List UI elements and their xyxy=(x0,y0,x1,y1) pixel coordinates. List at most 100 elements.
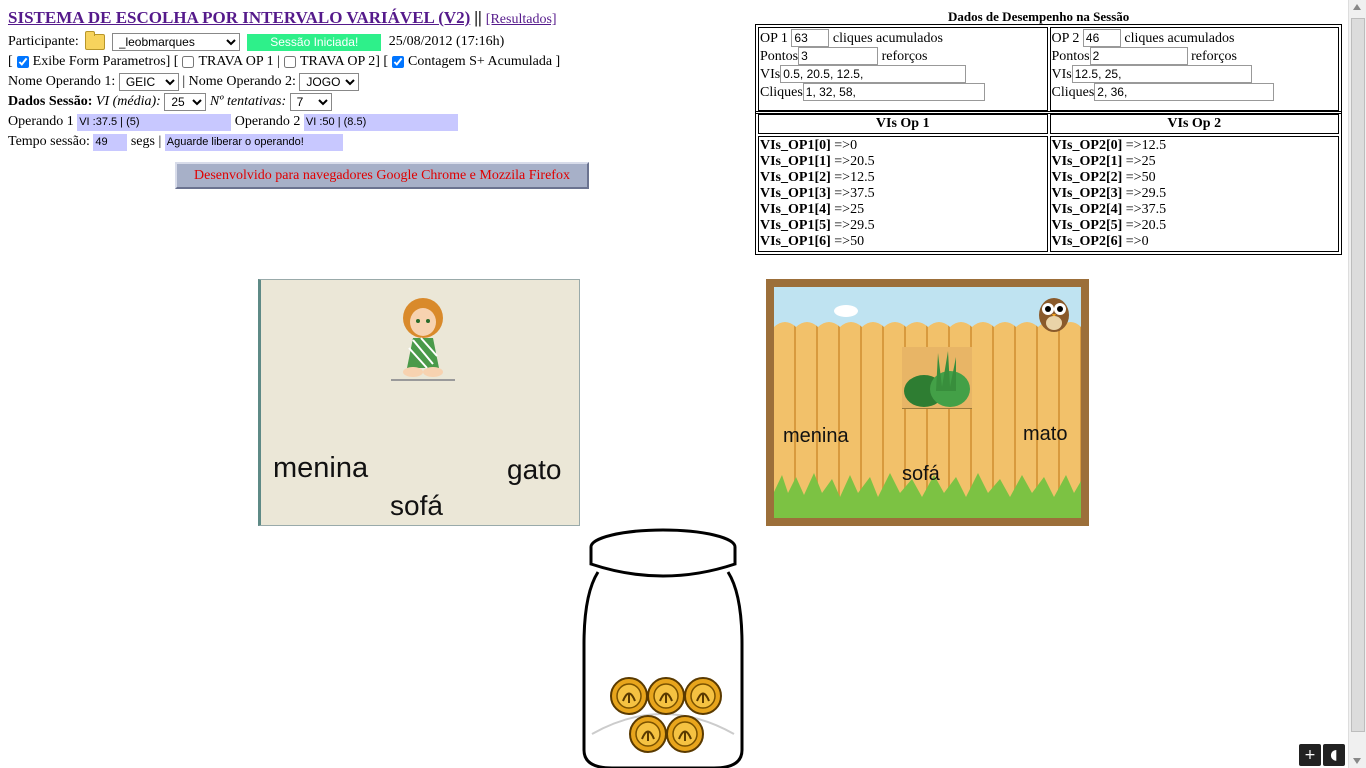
folder-icon[interactable] xyxy=(85,31,106,50)
participant-select[interactable]: _leobmarques xyxy=(111,33,240,51)
vi-key: VIs_OP1[4] xyxy=(760,202,831,217)
operand-names-row: Nome Operando 1: GEIC | Nome Operando 2:… xyxy=(8,72,360,92)
op1-points-label: Pontos xyxy=(760,49,799,64)
jar-body xyxy=(582,571,744,768)
lock-op1-checkbox[interactable] xyxy=(182,56,195,68)
vi-op2-line: VIs_OP2[6] =>0 xyxy=(1052,234,1338,250)
lock-op2-checkbox[interactable] xyxy=(284,56,296,68)
coin-icon xyxy=(647,677,685,715)
options-row: [Exibe Form Parametros] [TRAVA OP 1 |TRA… xyxy=(8,52,560,72)
zoom-plus-icon[interactable]: + xyxy=(1299,744,1321,766)
vi-schedule-table: VIs Op 1 VIs Op 2 VIs_OP1[0] =>0 VIs_OP1… xyxy=(755,111,1342,255)
vi-key: VIs_OP2[5] xyxy=(1051,218,1123,233)
vi-op1-line: VIs_OP1[3] =>37.5 xyxy=(760,186,1046,202)
vi-val: =>29.5 xyxy=(1122,186,1167,201)
scroll-down-arrow-icon[interactable] xyxy=(1353,758,1361,764)
word-gato: gato xyxy=(507,454,562,485)
show-params-label: Exibe Form Parametros] [ xyxy=(32,54,179,69)
word-sofa: sofá xyxy=(390,490,443,521)
op2-clicks-acc-field[interactable] xyxy=(1082,29,1121,47)
operand1-field: VI :37.5 | (5) xyxy=(77,113,232,131)
splus-checkbox[interactable] xyxy=(392,56,405,68)
vi-val: =>25 xyxy=(830,202,865,217)
reinforcer-jar xyxy=(582,528,744,768)
bracket-text: [ xyxy=(8,54,13,69)
vi-select[interactable]: 25 xyxy=(164,93,207,111)
time-unit: segs | xyxy=(130,134,162,149)
op2-vis-label: VIs xyxy=(1051,67,1072,82)
page-title-row: SISTEMA DE ESCOLHA POR INTERVALO VARIÁVE… xyxy=(8,8,557,28)
vi-val: =>0 xyxy=(830,138,858,153)
op2-vis-field[interactable] xyxy=(1071,65,1252,83)
vi-val: =>37.5 xyxy=(830,186,875,201)
word-menina: menina xyxy=(273,452,369,484)
time-row: Tempo sessão: 49 segs | Aguarde liberar … xyxy=(8,132,343,152)
scroll-up-arrow-icon[interactable] xyxy=(1353,4,1361,10)
vi-key: VIs_OP2[6] xyxy=(1051,234,1123,249)
girl-icon xyxy=(391,298,455,381)
results-link[interactable]: [Resultados] xyxy=(485,12,557,27)
vi-val: =>12.5 xyxy=(1122,138,1167,153)
word-mato: mato xyxy=(1023,423,1068,445)
vi-op2-list: VIs_OP2[0] =>12.5 VIs_OP2[1] =>25 VIs_OP… xyxy=(1049,136,1339,252)
vi-op1-line: VIs_OP1[6] =>50 xyxy=(760,234,1046,250)
wait-message-field: Aguarde liberar o operando! xyxy=(164,133,343,151)
vertical-scrollbar[interactable] xyxy=(1348,0,1366,768)
splus-label: Contagem S+ Acumulada ] xyxy=(408,54,561,69)
attempts-select[interactable]: 7 xyxy=(289,93,332,111)
vi-key: VIs_OP1[2] xyxy=(760,170,831,185)
op1-clicks-acc-label: cliques acumulados xyxy=(832,31,943,46)
op2-reinforcers-label: reforços xyxy=(1191,49,1237,64)
operand2-name-label: | Nome Operando 2: xyxy=(182,74,296,89)
coin-icon xyxy=(666,715,704,753)
vi-op2-line: VIs_OP2[3] =>29.5 xyxy=(1052,186,1338,202)
show-params-checkbox[interactable] xyxy=(16,56,29,68)
op2-label: OP 2 xyxy=(1051,31,1080,46)
op1-vis-field[interactable] xyxy=(780,65,967,83)
browser-notice-button[interactable]: Desenvolvido para navegadores Google Chr… xyxy=(175,162,589,189)
vi-key: VIs_OP1[0] xyxy=(760,138,831,153)
op2-clicks-label: Cliques xyxy=(1051,85,1095,100)
op1-vis-label: VIs xyxy=(760,67,781,82)
vi-key: VIs_OP1[6] xyxy=(760,234,831,249)
performance-table: OP 1 cliques acumulados Pontos reforços … xyxy=(755,24,1342,114)
op2-points-field[interactable] xyxy=(1089,47,1188,65)
stimulus-card-operand1[interactable]: menina gato sofá xyxy=(258,279,580,526)
word-menina: menina xyxy=(783,425,849,447)
time-label: Tempo sessão: xyxy=(8,134,90,149)
op1-clicks-field[interactable] xyxy=(802,83,985,101)
vi-val: =>12.5 xyxy=(830,170,875,185)
coin-stack xyxy=(610,677,722,753)
stimulus-card-operand2[interactable]: menina mato sofá xyxy=(766,279,1089,526)
operand2-name-select[interactable]: JOGO xyxy=(299,73,360,91)
vi-op1-list: VIs_OP1[0] =>0 VIs_OP1[1] =>20.5 VIs_OP1… xyxy=(758,136,1048,252)
coin-icon xyxy=(684,677,722,715)
operand1-label: Operando 1 xyxy=(8,114,74,129)
vi-op1-line: VIs_OP1[0] =>0 xyxy=(760,138,1046,154)
op1-points-field[interactable] xyxy=(798,47,879,65)
vi-val: =>0 xyxy=(1122,234,1149,249)
scroll-thumb[interactable] xyxy=(1351,18,1365,732)
app-title-link[interactable]: SISTEMA DE ESCOLHA POR INTERVALO VARIÁVE… xyxy=(8,8,471,27)
vi-op2-line: VIs_OP2[2] =>50 xyxy=(1052,170,1338,186)
op1-clicks-acc-field[interactable] xyxy=(791,29,830,47)
operand1-name-select[interactable]: GEIC xyxy=(118,73,179,91)
session-datetime: 25/08/2012 (17:16h) xyxy=(388,34,505,49)
vi-val: =>20.5 xyxy=(1122,218,1167,233)
lock-op1-label: TRAVA OP 1 | xyxy=(198,54,280,69)
vi-key: VIs_OP2[0] xyxy=(1051,138,1123,153)
moon-icon[interactable]: ◖ xyxy=(1323,744,1345,766)
op1-label: OP 1 xyxy=(760,31,788,46)
op2-clicks-field[interactable] xyxy=(1094,83,1275,101)
vi-val: =>37.5 xyxy=(1122,202,1167,217)
attempts-label: Nº tentativas: xyxy=(209,94,287,109)
op1-reinforcers-label: reforços xyxy=(881,49,928,64)
vi-op1-line: VIs_OP1[5] =>29.5 xyxy=(760,218,1046,234)
operand2-field: VI :50 | (8.5) xyxy=(303,113,458,131)
vi-key: VIs_OP2[2] xyxy=(1051,170,1123,185)
vi-val: =>50 xyxy=(830,234,865,249)
title-separator: || xyxy=(474,8,482,27)
vi-op2-line: VIs_OP2[1] =>25 xyxy=(1052,154,1338,170)
vi-key: VIs_OP1[3] xyxy=(760,186,831,201)
vi-key: VIs_OP2[4] xyxy=(1051,202,1123,217)
